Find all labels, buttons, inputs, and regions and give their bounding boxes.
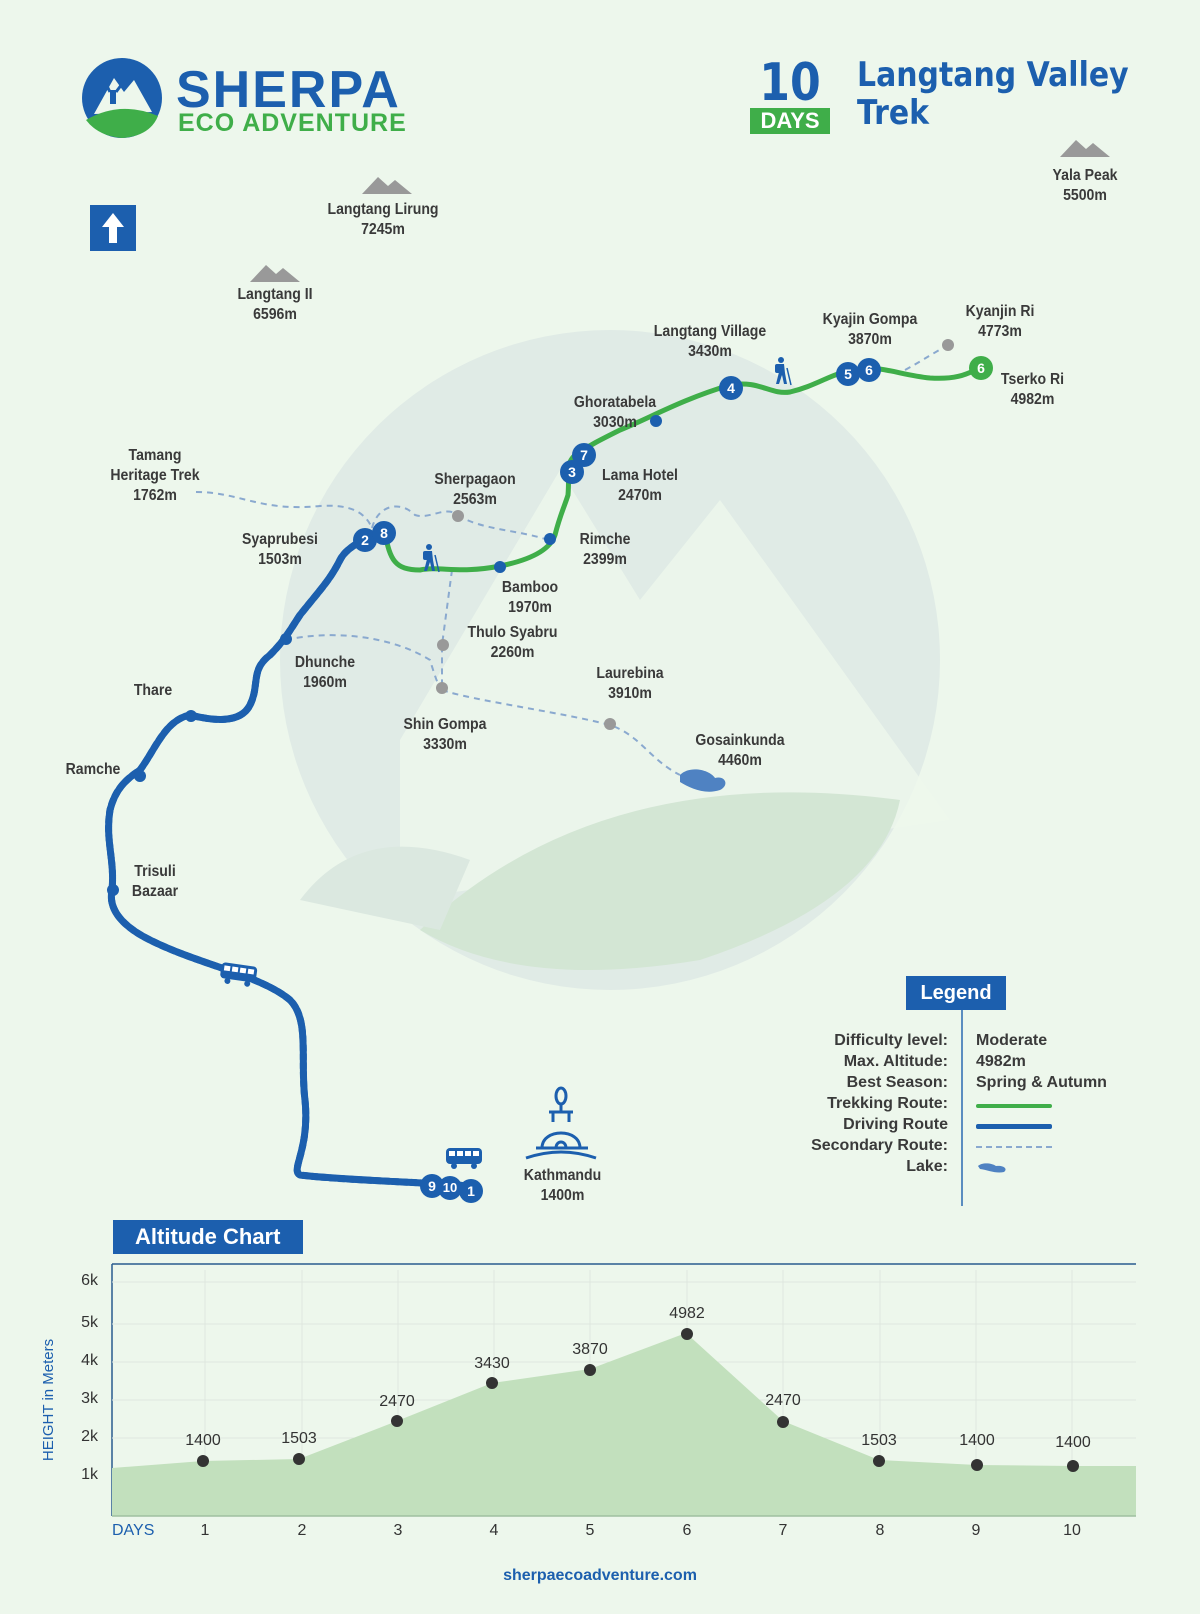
day-marker-5[interactable]: 5 (836, 362, 860, 386)
data-label: 3870 (572, 1341, 608, 1358)
day-marker-6[interactable]: 6 (857, 358, 881, 382)
place-thare: Thare (133, 682, 173, 699)
day-marker-4[interactable]: 4 (719, 376, 743, 400)
day-marker-6-tserko[interactable]: 6 (969, 356, 993, 380)
gosainkunda-lake-icon (680, 769, 726, 792)
lake-swatch-icon (978, 1163, 1006, 1173)
altitude-area (112, 1333, 1136, 1516)
watermark-logo (280, 330, 950, 990)
x-tick: 6 (682, 1522, 692, 1539)
data-label: 1400 (1055, 1434, 1091, 1451)
data-label: 2470 (379, 1393, 415, 1410)
y-tick: 2k (81, 1428, 98, 1445)
north-arrow-icon (90, 205, 136, 251)
legend-label-best-season: Best Season: (846, 1074, 948, 1091)
x-tick: 1 (200, 1522, 210, 1539)
brand-tagline: ECO ADVENTURE (178, 109, 407, 137)
y-tick: 6k (81, 1272, 98, 1289)
data-label: 1503 (861, 1432, 897, 1449)
legend-label-driving-route: Driving Route (843, 1116, 948, 1133)
footer-website-link[interactable]: sherpaecoadventure.com (503, 1567, 697, 1584)
x-tick: 2 (297, 1522, 307, 1539)
legend-label-trekking-route: Trekking Route: (827, 1095, 948, 1112)
x-tick: 10 (1063, 1522, 1081, 1539)
legend-title: Legend (906, 976, 1006, 1010)
x-tick: 8 (875, 1522, 885, 1539)
data-label: 1400 (959, 1432, 995, 1449)
data-label: 4982 (669, 1305, 705, 1322)
legend-label-secondary-route: Secondary Route: (811, 1137, 948, 1154)
trek-title-line1: Langtang Valley (857, 55, 1129, 95)
driving-route-swatch-icon (976, 1124, 1052, 1129)
brand-name: SHERPA (176, 61, 401, 119)
legend-value-difficulty: Moderate (976, 1032, 1048, 1049)
data-label: 1503 (281, 1430, 317, 1447)
y-tick: 3k (81, 1390, 98, 1407)
x-tick: 4 (489, 1522, 499, 1539)
bus-icons (220, 962, 482, 1169)
legend-value-max-altitude: 4982m (976, 1053, 1026, 1070)
trek-title-line2: Trek (857, 93, 930, 133)
trekking-route-swatch-icon (976, 1104, 1052, 1108)
legend-label-difficulty: Difficulty level: (834, 1032, 948, 1049)
day-marker-1[interactable]: 1 (459, 1179, 483, 1203)
data-label: 2470 (765, 1392, 801, 1409)
hiker-icons (423, 357, 792, 573)
y-tick: 1k (81, 1466, 98, 1483)
x-tick: 5 (585, 1522, 595, 1539)
waypoint-dots (107, 339, 954, 896)
day-marker-10[interactable]: 10 (438, 1176, 462, 1200)
day-marker-7[interactable]: 7 (572, 443, 596, 467)
x-tick: 3 (393, 1522, 403, 1539)
brand-logo-icon[interactable] (80, 56, 164, 140)
legend-value-best-season: Spring & Autumn (976, 1074, 1107, 1091)
data-label: 3430 (474, 1355, 510, 1372)
days-badge: DAYS (750, 108, 830, 134)
legend-label-max-altitude: Max. Altitude: (843, 1053, 948, 1070)
x-axis-label: DAYS (112, 1522, 155, 1539)
legend-divider (961, 1010, 963, 1206)
legend-label-lake: Lake: (906, 1158, 948, 1175)
place-ramche: Ramche (65, 761, 121, 778)
x-tick: 7 (778, 1522, 788, 1539)
data-label: 1400 (185, 1432, 221, 1449)
altitude-chart-title: Altitude Chart (113, 1220, 303, 1254)
y-tick: 4k (81, 1352, 98, 1369)
mountain-icons (250, 140, 1110, 282)
day-marker-2[interactable]: 2 (353, 528, 377, 552)
days-number: 10 (759, 53, 821, 113)
stupa-icon (525, 1086, 597, 1160)
day-marker-8[interactable]: 8 (372, 521, 396, 545)
secondary-route-swatch-icon (976, 1146, 1052, 1148)
x-tick: 9 (971, 1522, 981, 1539)
secondary-routes (195, 344, 949, 776)
y-axis-label: HEIGHT in Meters (40, 1338, 57, 1462)
altitude-points (197, 1328, 1079, 1472)
y-tick: 5k (81, 1314, 98, 1331)
